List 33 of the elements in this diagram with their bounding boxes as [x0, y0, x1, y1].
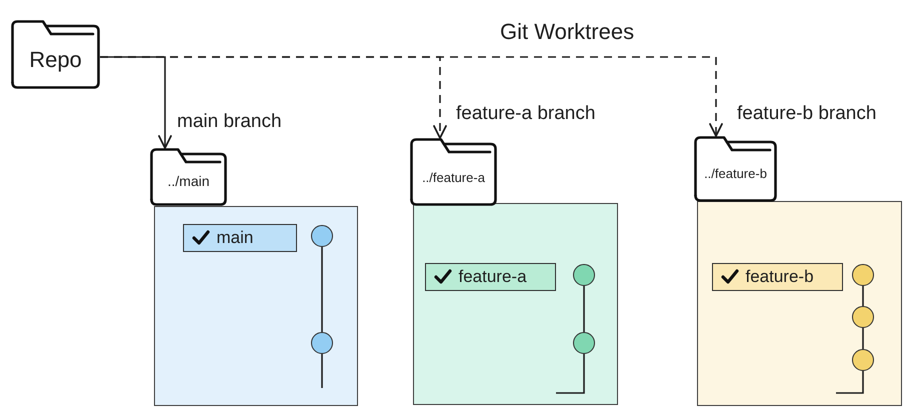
commit-dot — [572, 264, 594, 286]
commit-dot — [310, 332, 332, 354]
arrow — [100, 56, 172, 149]
worktree-panel — [413, 203, 618, 405]
connector-line — [321, 354, 323, 388]
folder-label: ../main — [167, 173, 210, 189]
commit-dot — [572, 332, 594, 354]
folder-label: ../feature-b — [704, 166, 767, 181]
connector-line — [862, 328, 864, 349]
connector-line — [862, 286, 864, 306]
connector-line — [836, 371, 864, 394]
connector-line — [321, 247, 323, 332]
branch-tag — [182, 224, 296, 252]
commit-dot — [852, 348, 874, 370]
commit-dot — [852, 306, 874, 328]
branch-tag — [712, 262, 842, 290]
branch-name: main — [216, 228, 254, 248]
worktree-panel — [697, 201, 902, 406]
folder — [150, 148, 227, 206]
branch-tag — [424, 262, 556, 290]
commit-dot — [852, 264, 874, 286]
worktree-panel — [154, 206, 358, 406]
connector-line — [583, 286, 585, 332]
folder-label: Repo — [29, 46, 82, 72]
folder — [11, 20, 100, 89]
branch-name: feature-b — [746, 266, 814, 286]
diagram-title: Git Worktrees — [500, 19, 634, 45]
connector-line — [556, 354, 585, 394]
folder — [694, 136, 777, 202]
commit-dot — [310, 224, 332, 246]
folder — [410, 138, 497, 206]
branch-name: feature-a — [458, 266, 527, 286]
folder-label: ../feature-a — [422, 170, 485, 184]
